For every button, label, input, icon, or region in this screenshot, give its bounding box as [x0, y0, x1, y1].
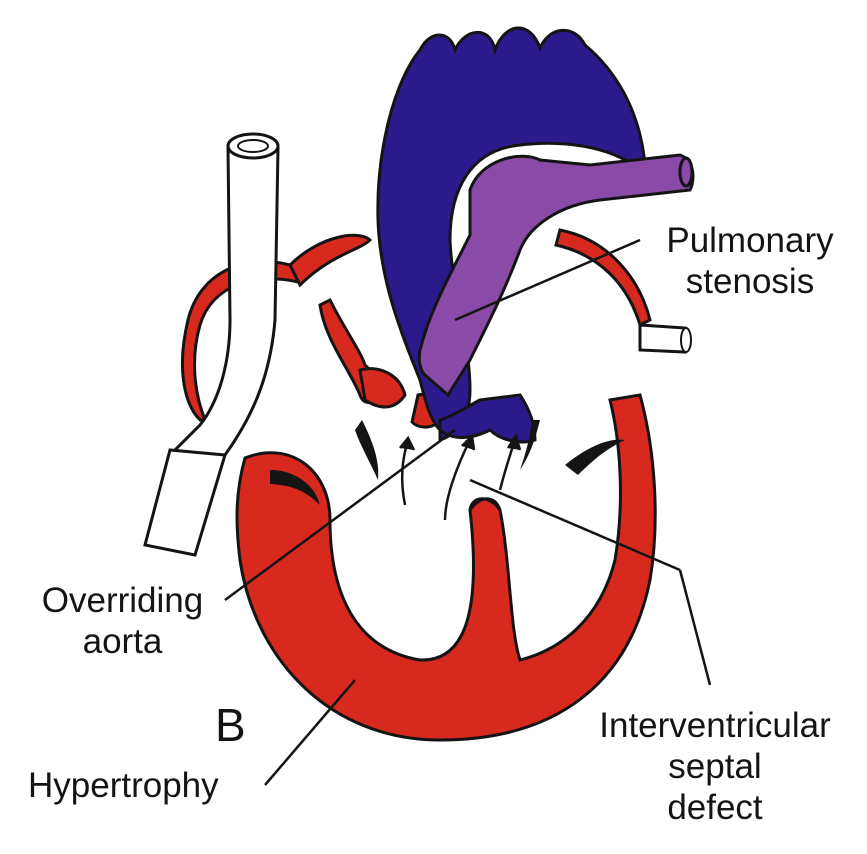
valve-leaflet-mid-left [355, 420, 378, 480]
pulmonary-branch-opening [680, 158, 692, 186]
leader-hypertrophy [265, 680, 355, 785]
inferior-vena-cava [145, 450, 225, 555]
label-pulmonary-stenosis: Pulmonary stenosis [640, 220, 860, 302]
label-overriding-aorta: Overriding aorta [15, 580, 230, 662]
label-septal-defect-line3: defect [565, 787, 865, 828]
panel-letter: B [215, 700, 246, 750]
label-hypertrophy-line1: Hypertrophy [28, 765, 219, 806]
pulmonary-vein [640, 325, 685, 352]
label-pulmonary-stenosis-line1: Pulmonary [640, 220, 860, 261]
label-septal-defect-line1: Interventricular [565, 705, 865, 746]
label-pulmonary-stenosis-line2: stenosis [640, 261, 860, 302]
left-atrium-wall [556, 230, 650, 325]
valve-leaflet-right [565, 440, 625, 475]
label-overriding-aorta-line1: Overriding [15, 580, 230, 621]
ventricle-wall [237, 395, 655, 740]
tricuspid-valve [360, 369, 405, 407]
label-hypertrophy: Hypertrophy [28, 765, 219, 806]
label-septal-defect-line2: septal [565, 746, 865, 787]
label-overriding-aorta-line2: aorta [15, 621, 230, 662]
blood-flow-arrows [400, 436, 520, 520]
leader-septal-defect [680, 570, 710, 685]
superior-vena-cava [170, 148, 278, 455]
label-interventricular-septal-defect: Interventricular septal defect [565, 705, 865, 828]
atrial-septum [290, 235, 370, 285]
